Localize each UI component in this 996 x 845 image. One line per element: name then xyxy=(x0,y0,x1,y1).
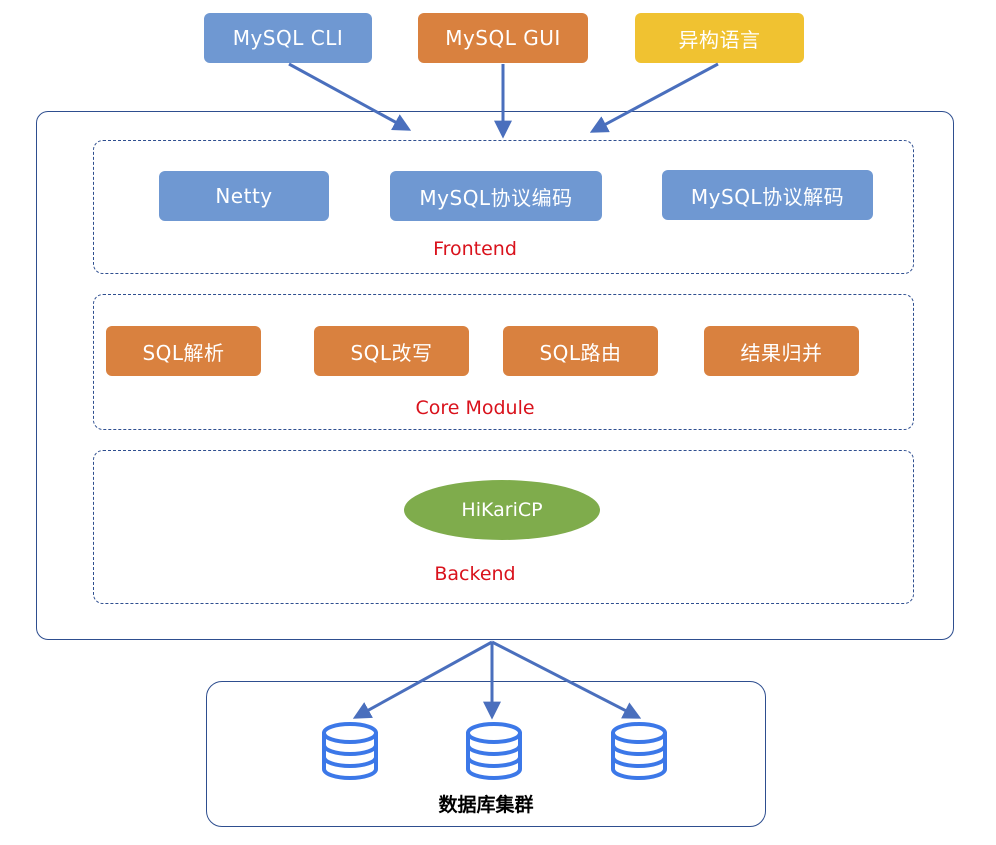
sql-rewrite-node: SQL改写 xyxy=(314,326,469,376)
sql-rewrite-label: SQL改写 xyxy=(350,340,433,365)
database-icon xyxy=(611,722,667,780)
sql-parse-node: SQL解析 xyxy=(106,326,261,376)
heterogeneous-language-label: 异构语言 xyxy=(678,27,761,52)
mysql-gui-node: MySQL GUI xyxy=(418,13,588,63)
database-icon xyxy=(466,722,522,780)
mysql-cli-label: MySQL CLI xyxy=(232,26,344,50)
mysql-gui-label: MySQL GUI xyxy=(445,26,561,50)
mysql-protocol-encode-node: MySQL协议编码 xyxy=(390,171,602,221)
mysql-protocol-decode-node: MySQL协议解码 xyxy=(662,170,873,220)
mysql-protocol-encode-label: MySQL协议编码 xyxy=(419,185,573,210)
database-icon xyxy=(322,722,378,780)
backend-layer-label: Backend xyxy=(434,563,516,585)
sql-parse-label: SQL解析 xyxy=(142,340,225,365)
hikaricp-label: HiKariCP xyxy=(461,499,543,521)
database-cluster-caption: 数据库集群 xyxy=(438,794,534,816)
mysql-protocol-decode-label: MySQL协议解码 xyxy=(690,184,845,209)
backend-layer xyxy=(93,450,914,604)
hikaricp-node: HiKariCP xyxy=(404,480,600,540)
heterogeneous-language-node: 异构语言 xyxy=(635,13,804,63)
netty-node: Netty xyxy=(159,171,329,221)
netty-label: Netty xyxy=(215,184,273,208)
result-merge-node: 结果归并 xyxy=(704,326,859,376)
proxy-container xyxy=(36,111,954,640)
core-module-layer xyxy=(93,294,914,430)
frontend-layer-label: Frontend xyxy=(433,238,517,260)
frontend-layer xyxy=(93,140,914,274)
sql-route-node: SQL路由 xyxy=(503,326,658,376)
result-merge-label: 结果归并 xyxy=(740,340,823,365)
mysql-cli-node: MySQL CLI xyxy=(204,13,372,63)
sql-route-label: SQL路由 xyxy=(539,340,622,365)
core-module-layer-label: Core Module xyxy=(415,397,535,419)
